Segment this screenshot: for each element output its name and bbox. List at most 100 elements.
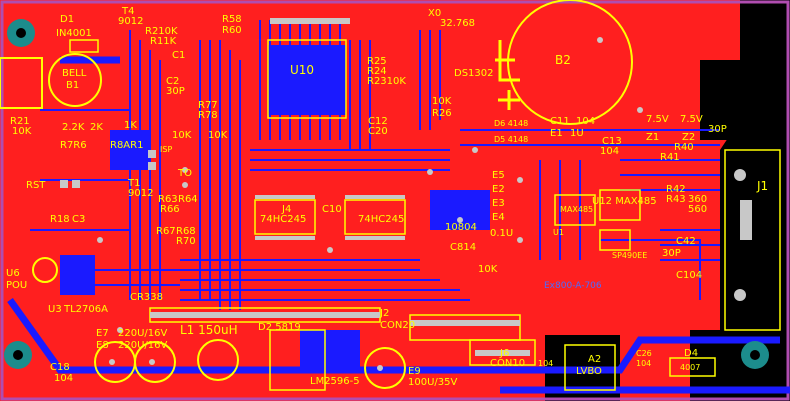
label-r25: R25: [367, 56, 387, 67]
label-7.5v-a: 7.5V: [646, 114, 669, 125]
label-r60: R60: [222, 25, 242, 36]
label-e9v: 100U/35V: [408, 377, 458, 388]
label-10k-e: 10K: [432, 96, 452, 107]
label-74hc245-a: 74HC245: [260, 214, 306, 225]
label-r210k: R210K: [145, 26, 178, 37]
label-c104-g: 104: [636, 359, 651, 368]
label-c13: C13: [602, 136, 622, 147]
label-isp: ISP: [160, 145, 172, 154]
label-r7r6: R7R6: [60, 140, 87, 151]
label-c104-e: C104: [676, 270, 702, 281]
label-9012a: 9012: [118, 16, 143, 27]
label-e5: E5: [492, 170, 505, 181]
label-d5: D5 4148: [494, 135, 528, 144]
power-jack: [0, 57, 43, 109]
label-10k-a: 10K: [172, 130, 192, 141]
label-rst: RST: [26, 180, 46, 191]
label-10k-f: 10K: [478, 264, 498, 275]
keepout-block: [700, 60, 775, 140]
label-30p-c: 30P: [708, 124, 727, 135]
label-r24: R24: [367, 66, 387, 77]
label-b1: B1: [66, 80, 79, 91]
label-r43: R43: [666, 194, 686, 205]
label-l1: L1 150uH: [180, 323, 238, 337]
label-560: 560: [688, 204, 707, 215]
label-d6: D6 4148: [494, 119, 528, 128]
label-j1: J1: [756, 179, 768, 193]
label-x0: X0: [428, 8, 441, 19]
label-4007: 4007: [680, 363, 700, 372]
label-ds1302: DS1302: [454, 68, 494, 79]
copper-pours: [60, 45, 490, 370]
label-to: TO: [177, 168, 192, 179]
label-9012-b: 9012: [128, 188, 153, 199]
label-z1: Z1: [646, 132, 659, 143]
u10-pour: [268, 45, 346, 115]
label-r77: R77: [198, 100, 218, 111]
label-e8: E8: [96, 340, 109, 351]
label-c814: C814: [450, 242, 476, 253]
label-a2: A2: [588, 354, 601, 365]
label-1k: 1K: [124, 120, 137, 131]
label-c104-h: 104: [538, 359, 553, 368]
label-j6: J6: [499, 348, 509, 359]
label-pou: POU: [6, 280, 27, 291]
label-bell: BELL: [62, 68, 87, 79]
label-t4: T4: [121, 6, 134, 17]
label-tl2706: TL2706A: [63, 304, 108, 315]
label-c3: C3: [72, 214, 85, 225]
label-b2: B2: [555, 53, 571, 67]
label-c104-c: 104: [576, 116, 595, 127]
label-e1: E1: [550, 128, 563, 139]
label-r41: R41: [660, 152, 680, 163]
label-max485: MAX485: [560, 205, 593, 214]
label-30p-b: 30P: [662, 248, 681, 259]
label-r58: R58: [222, 14, 242, 25]
label-r78: R78: [198, 110, 218, 121]
label-e7: E7: [96, 328, 109, 339]
silkscreen: D1 IN4001 T4 9012 R210K R11K R58 R60 U10…: [6, 6, 768, 388]
mounting-holes: [4, 19, 769, 369]
label-c26: C26: [636, 349, 652, 358]
bell-b1: [48, 53, 102, 107]
label-con20: CON20: [380, 320, 415, 331]
label-r18: R18: [50, 214, 70, 225]
label-con10: CON10: [490, 358, 525, 369]
label-r21: R21: [10, 116, 30, 127]
label-r66: R66: [160, 204, 180, 215]
label-30p-a: 30P: [166, 86, 185, 97]
label-c104-d: 104: [600, 146, 619, 157]
label-sp490: SP490EE: [612, 251, 647, 260]
label-2.2k: 2.2K: [62, 122, 85, 133]
label-u6: U6: [6, 268, 20, 279]
label-r8ar1: R8AR1: [110, 140, 143, 151]
label-r70: R70: [176, 236, 196, 247]
label-e7v: 220U/16V: [118, 328, 168, 339]
label-74hc245-b: 74HC245: [358, 214, 404, 225]
label-lm2596: LM2596-5: [310, 376, 360, 387]
label-r63: R63: [158, 194, 178, 205]
label-c11: C11: [550, 116, 570, 127]
label-1u: 1U: [570, 128, 584, 139]
vias: [97, 37, 643, 333]
label-r68: R68: [176, 226, 196, 237]
label-c2: C2: [166, 76, 179, 87]
label-lvbo: LVBO: [576, 366, 602, 377]
label-c42: C42: [676, 236, 696, 247]
label-10k-b: 10K: [208, 130, 228, 141]
label-e8v: 220U/16V: [118, 340, 168, 351]
label-c10-a: C10: [322, 204, 342, 215]
label-cr338: CR338: [130, 292, 163, 303]
label-c20: C20: [368, 126, 388, 137]
label-u1: U1: [553, 228, 564, 237]
label-u12: U12 MAX485: [592, 196, 657, 207]
label-j2: J2: [379, 308, 389, 319]
label-d2: D2 5819: [258, 322, 301, 333]
label-d4: D4: [684, 348, 698, 359]
label-r26: R26: [432, 108, 452, 119]
label-c12: C12: [368, 116, 388, 127]
label-z2: Z2: [682, 132, 695, 143]
label-32768: 32.768: [440, 18, 475, 29]
